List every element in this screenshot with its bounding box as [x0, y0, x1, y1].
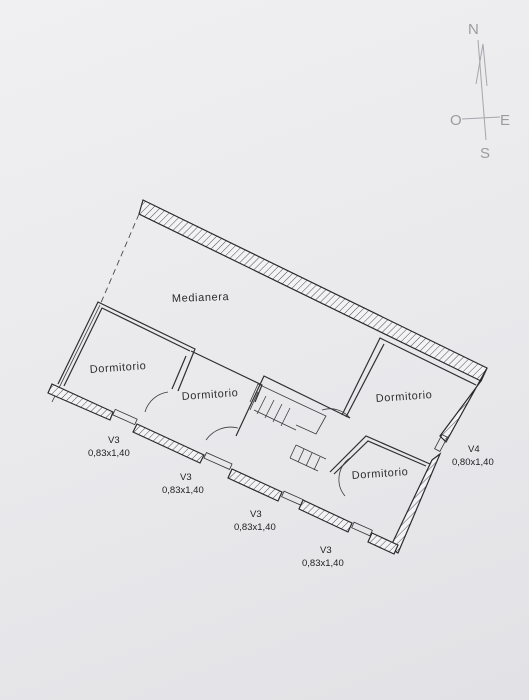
compass-axis-ns [477, 39, 487, 141]
room-label-dormitorio-2: Dormitorio [181, 387, 238, 403]
staircase [249, 383, 327, 472]
partition-dormitorio-1 [57, 301, 196, 392]
window-label-3-size: 0,83x1,40 [234, 522, 276, 533]
compass-east: E [500, 112, 510, 129]
window-v3-4 [351, 521, 373, 537]
wall-bottom-3 [227, 468, 283, 502]
stair-enclosure [235, 375, 351, 437]
compass: N S O E [450, 21, 510, 162]
window-label-5-size: 0,80x1,40 [452, 457, 494, 468]
partition-dormitorio-2 [190, 350, 263, 403]
window-label-3-code: V3 [250, 509, 262, 520]
wall-bottom-5 [367, 532, 399, 555]
door-swing-3 [321, 408, 351, 419]
window-openings [112, 408, 448, 537]
partition-dormitorio-1-inner [63, 307, 191, 387]
room-label-medianera: Medianera [172, 291, 230, 305]
door-swing-4 [338, 457, 351, 497]
partition-dormitorio-3-inner [345, 343, 385, 418]
window-label-1-code: V3 [108, 435, 120, 446]
window-label-5-code: V4 [468, 444, 480, 455]
window-label-2-size: 0,83x1,40 [162, 485, 204, 496]
window-label-1-size: 0,83x1,40 [88, 448, 130, 459]
door-swing-2 [205, 426, 239, 441]
wall-top-medianera [138, 199, 488, 382]
room-label-dormitorio-4: Dormitorio [351, 466, 408, 482]
compass-arrow [475, 43, 488, 87]
partition-dormitorio-4 [329, 435, 431, 473]
interior-walls [57, 301, 477, 497]
left-boundary [51, 304, 101, 403]
partition-dormitorio-3 [341, 337, 477, 416]
compass-west: O [450, 112, 462, 129]
window-label-3: V3 0,83x1,40 [234, 509, 276, 533]
window-label-2: V3 0,83x1,40 [162, 472, 204, 496]
room-label-dormitorio-3: Dormitorio [375, 389, 432, 405]
compass-south: S [480, 145, 490, 162]
compass-axis-ow [461, 116, 501, 120]
window-label-4: V3 0,83x1,40 [302, 545, 344, 569]
wall-bottom-4 [298, 499, 353, 533]
compass-north: N [468, 21, 479, 38]
wall-bottom-2 [132, 423, 205, 464]
wall-bottom-1 [47, 383, 114, 421]
partition-dormitorio-4-inner [333, 440, 427, 475]
window-v3-3 [281, 490, 304, 506]
wall-right [439, 367, 488, 443]
room-label-dormitorio-1: Dormitorio [89, 360, 146, 376]
door-swing-1 [144, 391, 169, 413]
window-label-4-size: 0,83x1,40 [302, 558, 344, 569]
window-v3-2 [203, 452, 233, 470]
window-label-2-code: V3 [180, 472, 192, 483]
window-v3-1 [112, 408, 138, 426]
wall-right-lower [389, 452, 442, 554]
window-label-1: V3 0,83x1,40 [88, 435, 130, 459]
window-v4 [434, 433, 448, 453]
dashed-boundary-line [99, 213, 140, 306]
window-label-4-code: V3 [320, 545, 332, 556]
partition-mid [171, 355, 187, 390]
window-label-5: V4 0,80x1,40 [452, 444, 494, 468]
